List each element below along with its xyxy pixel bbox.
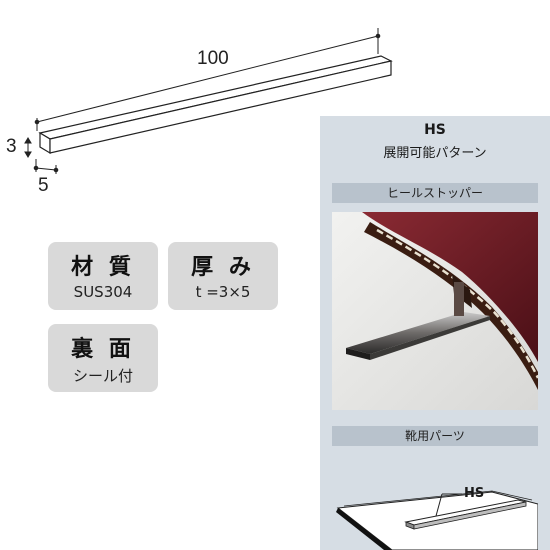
- thickness-badge: 厚 み t =3×5: [168, 242, 278, 310]
- bar-drawing: [24, 28, 393, 174]
- section-label-heel-stopper: ヒールストッパー: [332, 183, 538, 203]
- panel-subtitle: 展開可能パターン: [383, 146, 487, 161]
- width-label: 5: [38, 175, 49, 196]
- hs-callout-label: HS: [464, 486, 485, 501]
- height-label: 3: [6, 136, 17, 157]
- shoe-part-drawing: [336, 490, 538, 550]
- width-dimension: [33, 159, 59, 174]
- material-value: SUS304: [73, 283, 133, 301]
- material-badge: 材 質 SUS304: [48, 242, 158, 310]
- bar-outline: [38, 55, 393, 155]
- height-dimension: [24, 137, 32, 158]
- backing-badge: 裏 面 シール付: [48, 324, 158, 392]
- panel-code: HS: [424, 122, 446, 138]
- backing-title: 裏 面: [71, 337, 135, 362]
- thickness-value: t =3×5: [195, 283, 251, 301]
- length-label: 100: [197, 48, 229, 69]
- length-dimension: [34, 28, 381, 131]
- material-title: 材 質: [71, 255, 135, 280]
- thickness-title: 厚 み: [191, 255, 255, 280]
- section-label-shoe-parts: 靴用パーツ: [332, 426, 538, 446]
- hs-bar: [404, 499, 527, 530]
- heel-stopper-photo: [332, 212, 538, 410]
- backing-value: シール付: [72, 367, 133, 385]
